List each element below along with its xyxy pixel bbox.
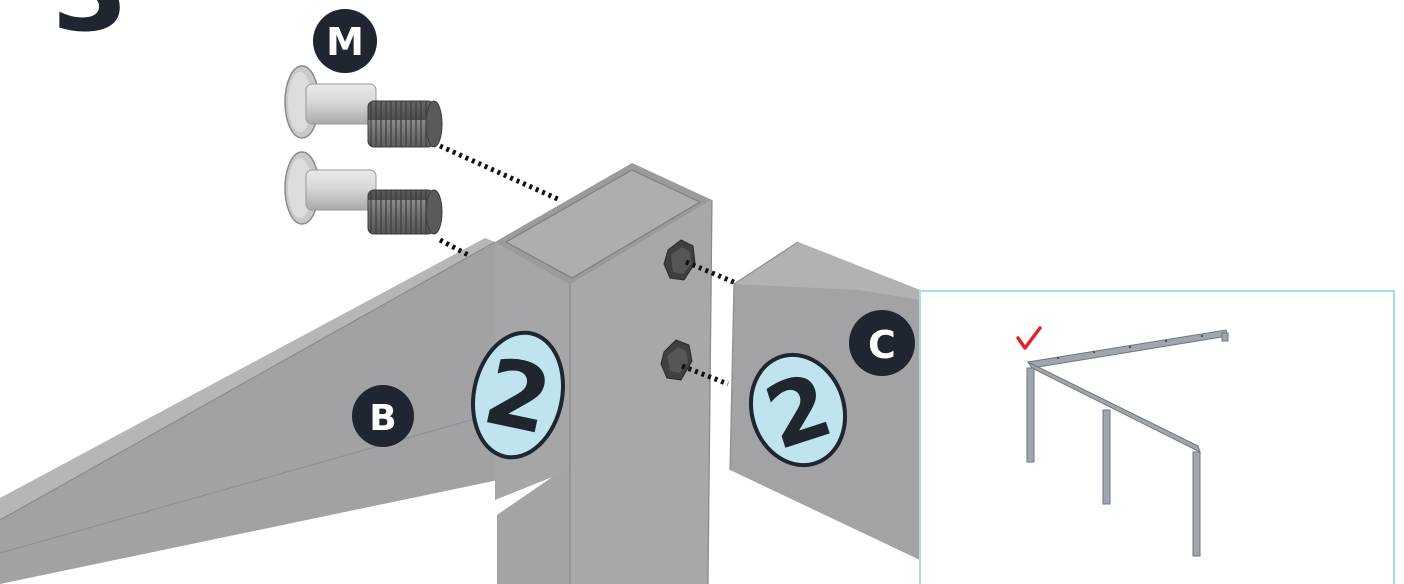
screw-top — [285, 66, 442, 147]
callout-c: C — [849, 310, 915, 376]
callout-m-label: M — [326, 20, 364, 64]
overview-inset — [920, 291, 1394, 584]
callout-b-label: B — [369, 398, 396, 439]
step-number: 3 — [52, 0, 129, 56]
callout-b: B — [352, 385, 414, 447]
screw-bottom — [285, 152, 442, 234]
callout-m: M — [313, 9, 377, 73]
callout-c-label: C — [868, 323, 896, 367]
